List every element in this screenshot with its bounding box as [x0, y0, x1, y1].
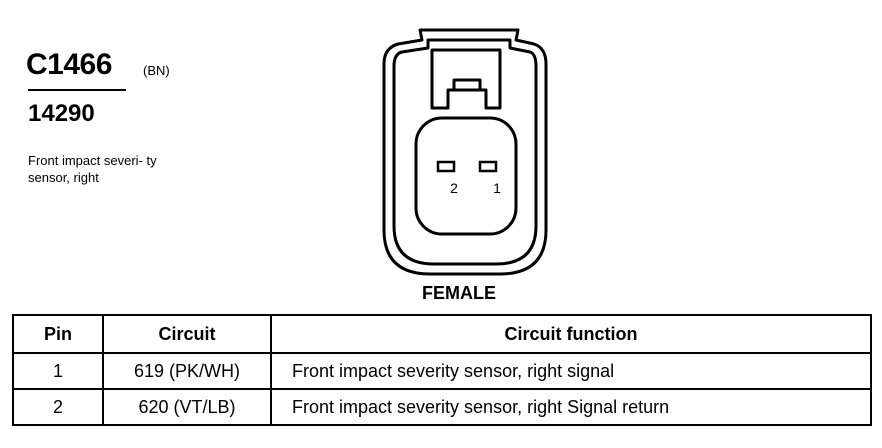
circuit-cell: 620 (VT/LB)	[102, 388, 272, 426]
locking-tab	[430, 48, 502, 110]
circuit-function-cell: Front impact severity sensor, right Sign…	[270, 388, 872, 426]
connector-face-diagram: 2 1	[382, 28, 548, 276]
pinout-table: Pin Circuit Circuit function 1 619 (PK/W…	[12, 314, 872, 426]
connector-housing-outer	[382, 28, 548, 276]
pin-1-socket	[478, 160, 498, 173]
pin-cell: 2	[12, 388, 104, 426]
locking-tab-notch	[452, 78, 482, 90]
header-circuit: Circuit	[102, 314, 272, 354]
connector-color-code: (BN)	[143, 63, 170, 78]
part-number: 14290	[28, 100, 95, 127]
table-row: 2 620 (VT/LB) Front impact severity sens…	[12, 388, 872, 426]
connector-gender-label: FEMALE	[422, 283, 496, 303]
header-pin: Pin	[12, 314, 104, 354]
connector-description: Front impact severi- ty sensor, right	[28, 153, 157, 185]
table-header-row: Pin Circuit Circuit function	[12, 314, 872, 354]
table-row: 1 619 (PK/WH) Front impact severity sens…	[12, 352, 872, 390]
header-circuit-function: Circuit function	[270, 314, 872, 354]
title-underline	[28, 89, 126, 91]
connector-id: C1466	[26, 48, 112, 81]
terminal-cavity	[414, 116, 518, 236]
circuit-function-cell: Front impact severity sensor, right sign…	[270, 352, 872, 390]
pin-2-socket	[436, 160, 456, 173]
connector-housing-inner	[392, 38, 538, 266]
pin-cell: 1	[12, 352, 104, 390]
pin-2-label: 2	[450, 180, 458, 196]
circuit-cell: 619 (PK/WH)	[102, 352, 272, 390]
pin-1-label: 1	[493, 180, 501, 196]
